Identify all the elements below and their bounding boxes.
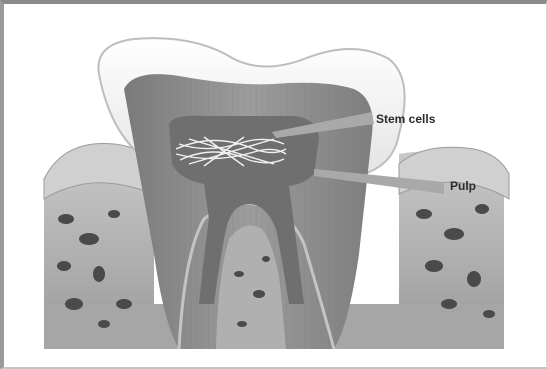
pulp-label: Pulp: [450, 179, 476, 193]
stem-cells-label: Stem cells: [376, 112, 435, 126]
